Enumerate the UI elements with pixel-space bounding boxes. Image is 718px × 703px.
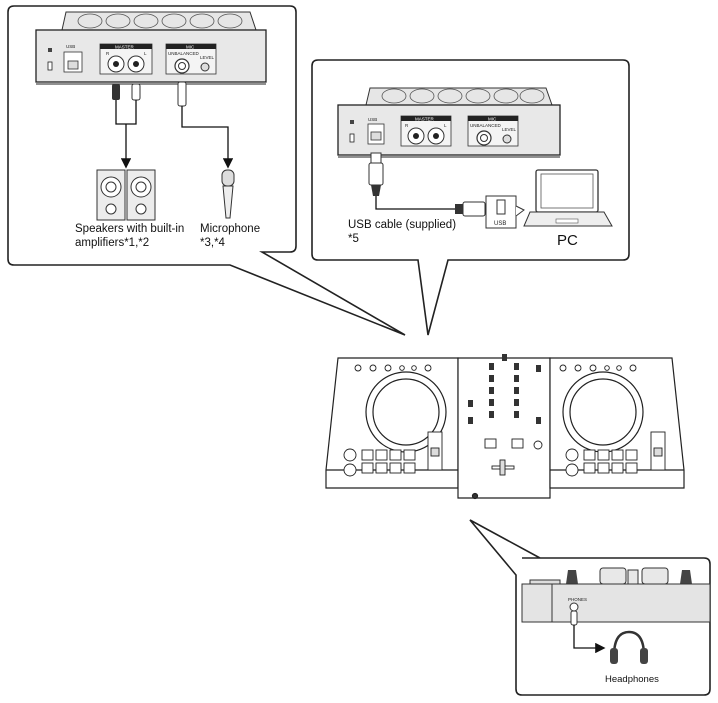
master-r-label-2: R [405,123,409,128]
controller-rear-right: USB MASTER R L MIC UNBALANCED LEVEL [337,87,561,158]
mic-label-2: MIC [488,116,497,121]
phones-port-label: PHONES [568,597,587,602]
dj-controller-top [325,354,685,500]
mic-label: MIC [186,44,195,49]
controller-rear-left: USB MASTER R L MIC UNBALANCED LEVEL [35,11,267,85]
pc-usb-port: USB [485,195,525,229]
usb-cable [368,152,494,217]
usb-cable-label: USB cable (supplied) *5 [348,218,456,246]
speakers-label-line1: Speakers with built-in [75,223,185,235]
usb-port-label-2: USB [368,117,377,122]
master-l-label: L [144,51,147,56]
microphone-icon [221,169,235,219]
rca-cable [112,83,141,169]
speakers-label: Speakers with built-in amplifiers*1,*2 [75,222,184,250]
usb-port-label: USB [66,44,75,49]
mic-cable [177,81,234,169]
microphone-label-line2: *3,*4 [200,237,225,249]
mic-unbalanced-label: UNBALANCED [168,51,200,56]
master-l-label-2: L [444,123,447,128]
callout-rear-left [7,5,406,336]
laptop-icon [523,169,613,227]
master-r-label: R [106,51,110,56]
pc-usb-label: USB [494,221,506,227]
microphone-label: Microphone *3,*4 [200,222,260,250]
usb-cable-label-line2: *5 [348,233,359,245]
headphones-icon [610,630,648,664]
master-label: MASTER [115,44,135,49]
microphone-label-line1: Microphone [200,223,261,235]
master-label-2: MASTER [415,116,435,121]
pc-label: PC [557,232,578,249]
usb-cable-label-line1: USB cable (supplied) [348,219,457,231]
mic-level-label-2: LEVEL [502,127,517,132]
mic-level-label: LEVEL [200,55,215,60]
speakers-label-line2: amplifiers*1,*2 [75,237,150,249]
mic-unbalanced-label-2: UNBALANCED [470,123,502,128]
controller-front: PHONES [521,567,711,654]
headphones-label: Headphones [605,674,659,685]
speakers-icon [96,169,156,221]
